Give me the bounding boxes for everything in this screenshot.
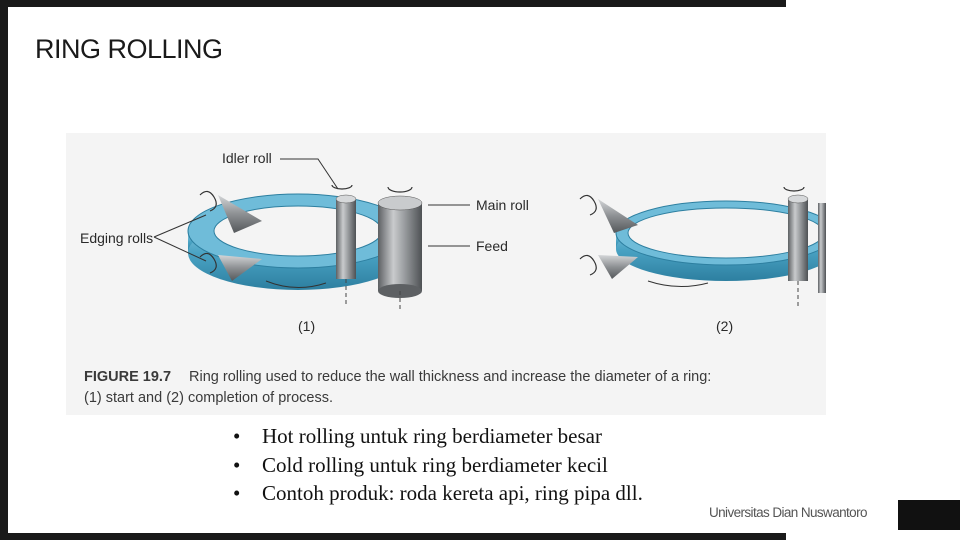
bullet-marker: • bbox=[233, 424, 241, 448]
page-title: RING ROLLING bbox=[35, 34, 223, 64]
page-number-box bbox=[898, 500, 960, 530]
stage-2-diagram bbox=[579, 186, 826, 309]
bullet-marker: • bbox=[233, 452, 241, 477]
edging-rolls-label: Edging rolls bbox=[80, 230, 153, 246]
footer-institution: Universitas Dian Nuswantoro bbox=[709, 505, 867, 520]
main-roll-label: Main roll bbox=[476, 197, 529, 213]
feed-label: Feed bbox=[476, 238, 508, 254]
edging-roll-lower bbox=[218, 255, 262, 281]
list-item: • Contoh produk: roda kereta api, ring pi… bbox=[233, 479, 643, 508]
edging-roll-upper bbox=[218, 195, 262, 233]
figure-ring-rolling: Idler roll Main roll Edging rolls Feed (… bbox=[66, 133, 826, 415]
edging-roll-upper-2 bbox=[598, 199, 638, 233]
ring-rolling-diagram: Idler roll Main roll Edging rolls Feed (… bbox=[80, 150, 826, 334]
caption-line-1: Ring rolling used to reduce the wall thi… bbox=[189, 369, 712, 385]
list-item: • Hot rolling untuk ring berdiameter besa… bbox=[233, 422, 643, 451]
figure-caption: FIGURE 19.7 Ring rolling used to reduce t… bbox=[84, 367, 824, 409]
caption-line-2: (1) start and (2) completion of process. bbox=[84, 390, 334, 406]
stage-2-label: (2) bbox=[716, 318, 733, 334]
bullet-list: • Hot rolling untuk ring berdiameter besa… bbox=[233, 422, 643, 508]
idler-roll-label: Idler roll bbox=[222, 150, 272, 166]
edging-roll-lower-2 bbox=[598, 255, 638, 279]
list-item-text: Hot rolling untuk ring berdiameter besar bbox=[262, 424, 602, 448]
stage-1-label: (1) bbox=[298, 318, 315, 334]
list-item: • Cold rolling untuk ring berdiameter kec… bbox=[233, 451, 643, 480]
list-item-text: Contoh produk: roda kereta api, ring pip… bbox=[262, 481, 643, 505]
figure-number: FIGURE 19.7 bbox=[84, 369, 172, 385]
list-item-text: Cold rolling untuk ring berdiameter keci… bbox=[262, 452, 608, 477]
stage-1-diagram bbox=[153, 158, 470, 311]
idler-roll-2 bbox=[788, 199, 808, 281]
idler-roll bbox=[336, 199, 356, 279]
bullet-marker: • bbox=[233, 481, 241, 505]
main-roll-2 bbox=[818, 203, 826, 293]
main-roll bbox=[378, 203, 422, 291]
